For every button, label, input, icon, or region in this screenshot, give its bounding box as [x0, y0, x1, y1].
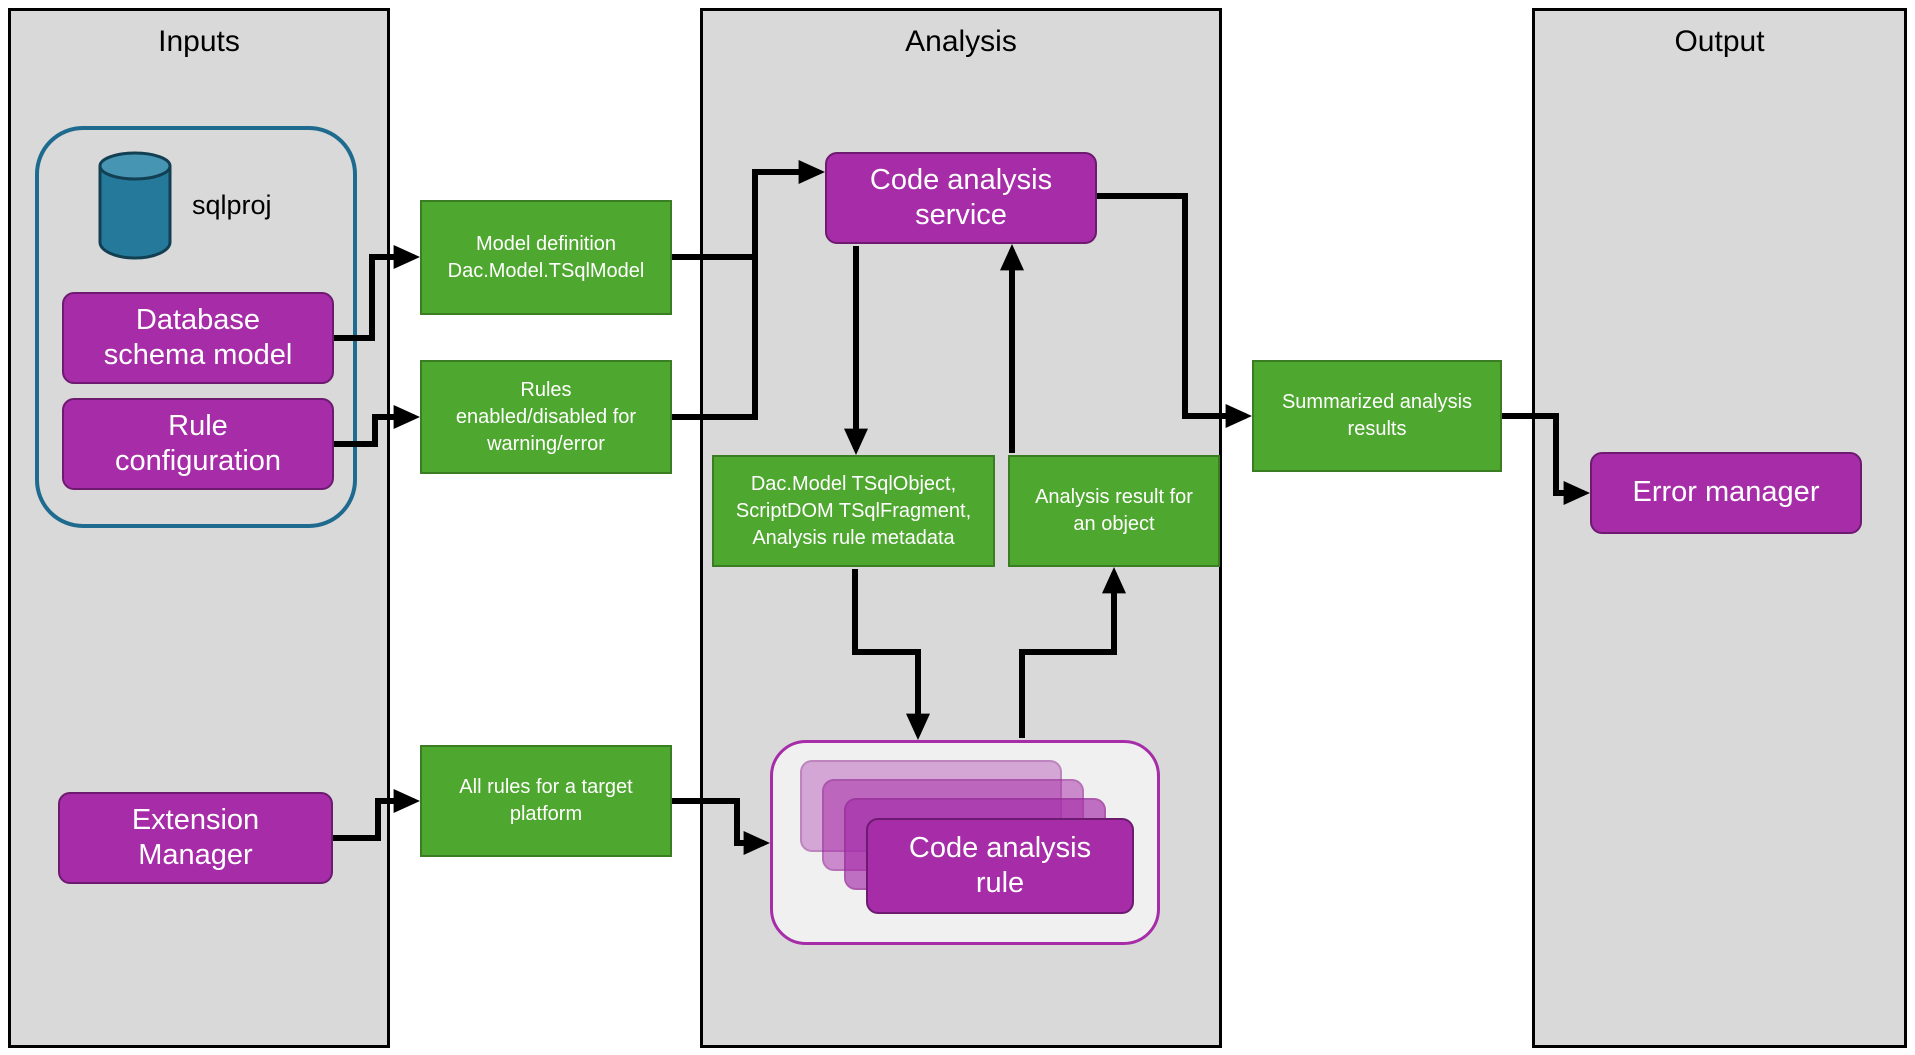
inputs-panel-title: Inputs [158, 25, 240, 58]
code-analysis-rule-node: Code analysis rule [866, 818, 1134, 914]
error-manager-node: Error manager [1590, 452, 1862, 534]
output-panel-title: Output [1674, 25, 1765, 58]
database-cylinder-icon [90, 150, 180, 265]
all-rules-node: All rules for a target platform [420, 745, 672, 857]
summarized-results-node: Summarized analysis results [1252, 360, 1502, 472]
rules-enabled-label: Rules enabled/disabled for warning/error [455, 378, 637, 455]
rule-configuration-label: Rule configuration [114, 409, 282, 477]
sqlproj-label: sqlproj [192, 190, 272, 220]
model-definition-label: Model definition Dac.Model.TSqlModel [447, 232, 645, 282]
all-rules-label: All rules for a target platform [459, 776, 633, 825]
summarized-results-label: Summarized analysis results [1281, 391, 1473, 440]
database-schema-model-node: Database schema model [62, 292, 334, 384]
rule-configuration-node: Rule configuration [62, 398, 334, 490]
code-analysis-service-label: Code analysis service [869, 163, 1053, 231]
analysis-result-node: Analysis result for an object [1008, 455, 1220, 567]
object-metadata-node: Dac.Model TSqlObject, ScriptDOM TSqlFrag… [712, 455, 995, 567]
extension-manager-label: Extension Manager [131, 803, 260, 871]
analysis-panel-title: Analysis [905, 25, 1017, 58]
code-analysis-rule-label: Code analysis rule [908, 831, 1092, 899]
database-schema-model-label: Database schema model [103, 303, 293, 371]
code-analysis-service-node: Code analysis service [825, 152, 1097, 244]
object-metadata-label: Dac.Model TSqlObject, ScriptDOM TSqlFrag… [735, 472, 972, 549]
rules-enabled-node: Rules enabled/disabled for warning/error [420, 360, 672, 474]
error-manager-label: Error manager [1632, 476, 1820, 509]
analysis-result-label: Analysis result for an object [1035, 486, 1193, 535]
extension-manager-node: Extension Manager [58, 792, 333, 884]
model-definition-node: Model definition Dac.Model.TSqlModel [420, 200, 672, 315]
